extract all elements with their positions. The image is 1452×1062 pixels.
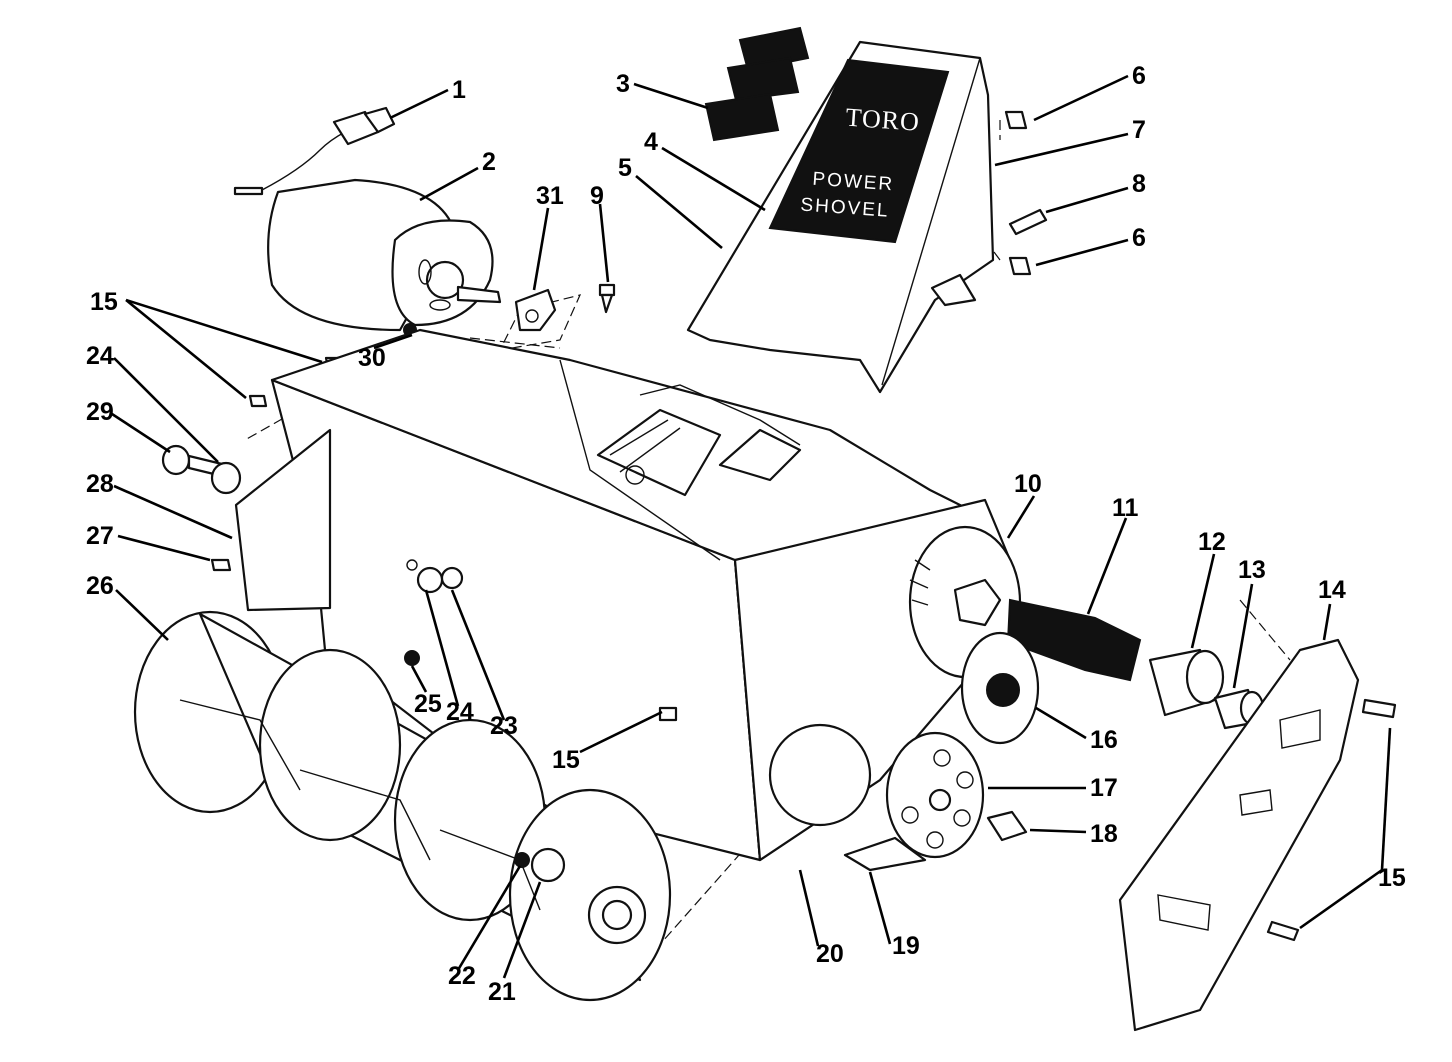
callout-21: 21 [488, 978, 516, 1006]
callout-31: 31 [536, 182, 564, 210]
callout-24b: 24 [446, 698, 474, 726]
callout-14: 14 [1318, 576, 1346, 604]
callout-2: 2 [482, 148, 496, 176]
callout-13: 13 [1238, 556, 1266, 584]
callout-1: 1 [452, 76, 466, 104]
callout-18: 18 [1090, 820, 1118, 848]
callout-15b: 15 [552, 746, 580, 774]
callout-24a: 24 [86, 342, 114, 370]
auger-impeller [133, 610, 672, 1002]
callout-17: 17 [1090, 774, 1118, 802]
decal-brand: TORO [845, 103, 921, 137]
screws-15-right [1266, 698, 1397, 942]
callout-22: 22 [448, 962, 476, 990]
callout-12: 12 [1198, 528, 1226, 556]
wire-connector [332, 106, 396, 146]
callout-8: 8 [1132, 170, 1146, 198]
callout-numbers: 1 2 3 4 5 6 6 7 8 9 10 11 12 13 14 15 15… [86, 62, 1406, 1006]
nut-25 [404, 650, 420, 666]
callout-30: 30 [358, 344, 386, 372]
foam-pads [704, 26, 810, 142]
callout-19: 19 [892, 932, 920, 960]
screw-27 [210, 558, 232, 572]
gear-plate-17 [885, 731, 985, 859]
callout-27: 27 [86, 522, 114, 550]
callout-16: 16 [1090, 726, 1118, 754]
callout-23: 23 [490, 712, 518, 740]
callout-3: 3 [616, 70, 630, 98]
callout-15a: 15 [90, 288, 118, 316]
motor [233, 131, 502, 337]
top-cover: TORO POWER SHOVEL [686, 40, 995, 394]
pulley-16 [960, 631, 1040, 745]
cover-screws [1004, 110, 1048, 276]
callout-5: 5 [618, 154, 632, 182]
callout-10: 10 [1014, 470, 1042, 498]
cap-18 [986, 810, 1028, 842]
callout-9: 9 [590, 182, 604, 210]
callout-6a: 6 [1132, 62, 1146, 90]
side-cover-14 [1118, 638, 1360, 1032]
screw-9 [598, 283, 616, 314]
callout-6b: 6 [1132, 224, 1146, 252]
callout-7: 7 [1132, 116, 1146, 144]
pinion-gear-12 [1148, 648, 1225, 717]
screw-15-mid [658, 706, 678, 722]
callout-4: 4 [644, 128, 658, 156]
callout-11: 11 [1112, 494, 1139, 522]
callout-15c: 15 [1378, 864, 1406, 892]
callout-26: 26 [86, 572, 114, 600]
callout-25: 25 [414, 690, 442, 718]
base-plate [843, 836, 927, 872]
callout-29: 29 [86, 398, 114, 426]
left-axle-hardware [161, 444, 242, 495]
callout-20: 20 [816, 940, 844, 968]
leader-lines [111, 74, 1392, 979]
motor-bracket-clip [514, 288, 557, 332]
callout-28: 28 [86, 470, 114, 498]
